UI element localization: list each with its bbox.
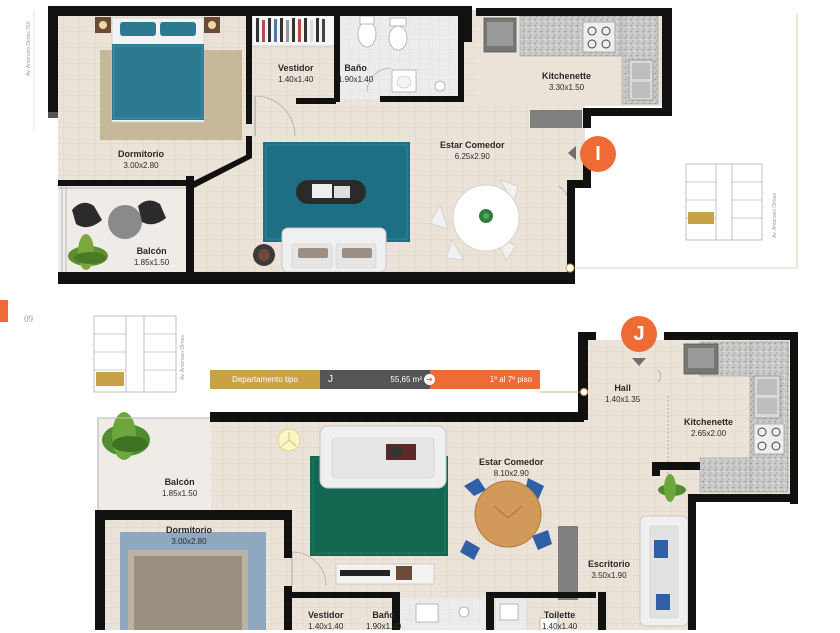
- unit-marker-j[interactable]: J: [621, 316, 657, 352]
- unit-legend-bar: Departamento tipo J 55,65 m² ➔ 1º al 7º …: [210, 370, 540, 389]
- legend-floors: ➔ 1º al 7º piso: [424, 370, 540, 389]
- legend-type: Departamento tipo: [210, 370, 320, 389]
- arrow-right-icon: ➔: [424, 374, 435, 385]
- page-tab: [0, 300, 8, 322]
- legend-area: 55,65 m²: [390, 375, 422, 384]
- street-key-label-bottom: Av. Ambrosio Olmos: [180, 335, 186, 380]
- plan-j: [93, 315, 798, 630]
- plan-i: [33, 6, 798, 284]
- street-side-label: Av. Ambrosio Olmos 760: [26, 21, 32, 76]
- legend-unit: J 55,65 m²: [320, 370, 430, 389]
- street-key-label-top: Av. Ambrosio Olmos: [772, 193, 778, 238]
- page-number: 09: [24, 314, 33, 324]
- unit-marker-i[interactable]: I: [580, 136, 616, 172]
